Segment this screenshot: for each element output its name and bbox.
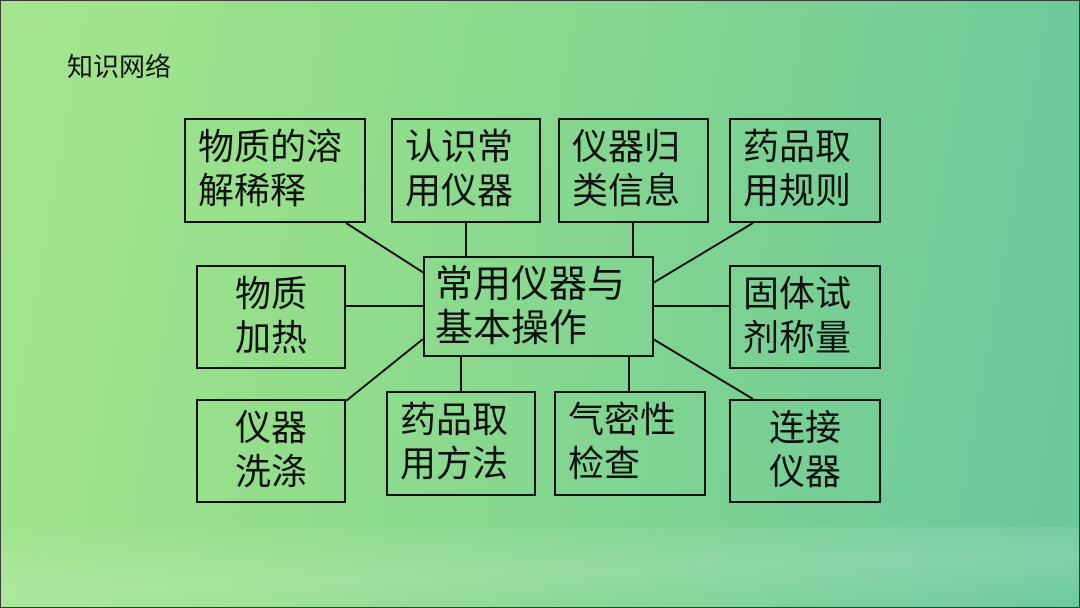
connector-line-washing bbox=[345, 338, 424, 402]
node-solution-dilution: 物质的溶 解稀释 bbox=[184, 118, 366, 223]
node-reagent-methods: 药品取 用方法 bbox=[386, 391, 536, 496]
node-line1: 仪器归 bbox=[572, 127, 681, 168]
node-line1: 认识常 bbox=[405, 127, 514, 168]
node-connect-instruments: 连接 仪器 bbox=[729, 399, 881, 503]
node-reagent-rules: 药品取 用规则 bbox=[729, 118, 881, 223]
node-line1: 气密性 bbox=[568, 400, 677, 441]
node-heating: 物质 加热 bbox=[196, 265, 346, 369]
connector-line-solution-dilution bbox=[345, 222, 425, 274]
node-line1: 药品取 bbox=[400, 400, 509, 441]
node-line2: 加热 bbox=[234, 318, 307, 359]
node-recognize-instruments: 认识常 用仪器 bbox=[391, 118, 541, 223]
node-line1: 物质 bbox=[234, 274, 307, 315]
node-solid-weighing: 固体试 剂称量 bbox=[729, 265, 881, 369]
background-band bbox=[1, 527, 1079, 607]
node-line1: 仪器 bbox=[234, 408, 307, 449]
node-washing: 仪器 洗涤 bbox=[196, 399, 346, 503]
node-line1: 固体试 bbox=[743, 274, 852, 315]
node-line2: 检查 bbox=[568, 444, 641, 485]
node-airtightness-check: 气密性 检查 bbox=[554, 391, 706, 496]
node-line1: 物质的溶 bbox=[198, 127, 343, 168]
slide-title: 知识网络 bbox=[67, 53, 172, 83]
node-instrument-classification: 仪器归 类信息 bbox=[558, 118, 709, 223]
node-line2: 洗涤 bbox=[234, 452, 307, 493]
node-line2: 用规则 bbox=[743, 171, 852, 212]
center-node-line1: 常用仪器与 bbox=[435, 262, 626, 306]
node-line2: 用仪器 bbox=[405, 171, 514, 212]
node-line2: 类信息 bbox=[572, 171, 681, 212]
connector-line-connect-instruments bbox=[652, 338, 754, 400]
node-line2: 剂称量 bbox=[743, 318, 852, 359]
node-line1: 药品取 bbox=[743, 127, 852, 168]
node-line2: 解稀释 bbox=[198, 171, 307, 212]
center-node: 常用仪器与 基本操作 bbox=[423, 256, 654, 357]
node-line2: 仪器 bbox=[768, 452, 841, 493]
node-line1: 连接 bbox=[768, 408, 841, 449]
connector-line-reagent-rules bbox=[652, 222, 754, 284]
node-line2: 用方法 bbox=[400, 444, 509, 485]
center-node-line2: 基本操作 bbox=[435, 306, 588, 350]
